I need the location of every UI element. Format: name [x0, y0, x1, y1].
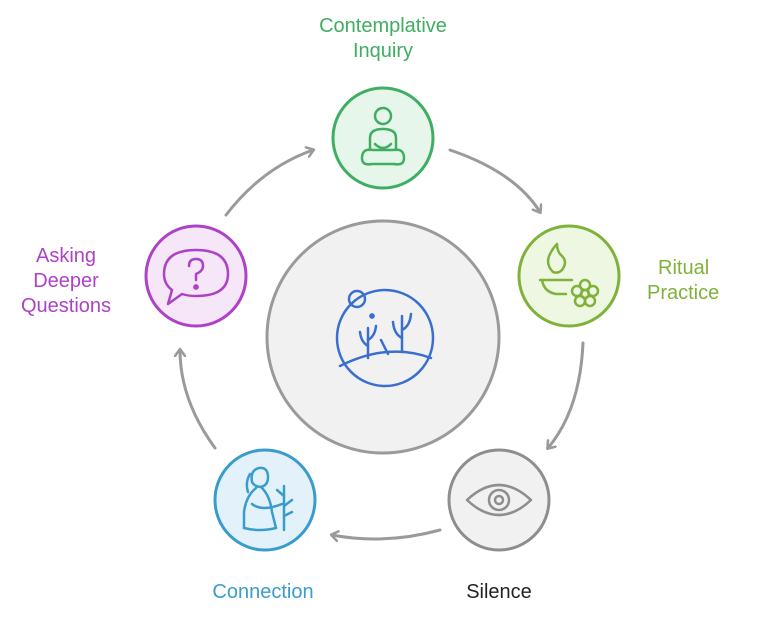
label-silence: Silence	[449, 580, 549, 605]
label-line: Contemplative	[319, 15, 447, 37]
arrow-questions-to-inquiry	[224, 150, 313, 217]
candle-flame-flower-icon	[538, 242, 600, 308]
arrow-inquiry-to-ritual	[448, 148, 540, 212]
stage-contemplative-inquiry	[331, 86, 435, 190]
label-ritual-practice: Ritual Practice	[647, 256, 757, 306]
label-connection: Connection	[188, 580, 338, 605]
label-line: Silence	[466, 581, 532, 603]
label-line: Asking	[35, 245, 97, 267]
stage-ritual-practice	[517, 224, 621, 328]
label-line: Inquiry	[352, 40, 414, 62]
label-line: Connection	[212, 581, 314, 603]
desert-landscape-icon	[335, 288, 435, 388]
meditating-person-icon	[360, 106, 406, 166]
arrow-connection-to-questions	[180, 350, 217, 450]
connector-arrows	[180, 148, 585, 539]
person-with-plant-icon	[242, 466, 294, 532]
stage-asking-deeper-questions	[144, 224, 248, 328]
center-node	[265, 219, 501, 455]
label-line: Deeper	[33, 270, 99, 292]
label-contemplative-inquiry: Contemplative Inquiry	[283, 14, 483, 64]
label-line: Practice	[647, 282, 720, 304]
eye-icon	[465, 483, 533, 517]
stage-silence	[447, 448, 551, 552]
arrow-ritual-to-silence	[548, 341, 585, 448]
question-speech-bubble-icon	[162, 248, 230, 306]
label-asking-deeper-questions: Asking Deeper Questions	[6, 244, 126, 319]
label-line: Questions	[20, 295, 112, 317]
stage-connection	[213, 448, 317, 552]
label-line: Ritual	[658, 257, 710, 279]
arrow-silence-to-connection	[332, 528, 442, 539]
